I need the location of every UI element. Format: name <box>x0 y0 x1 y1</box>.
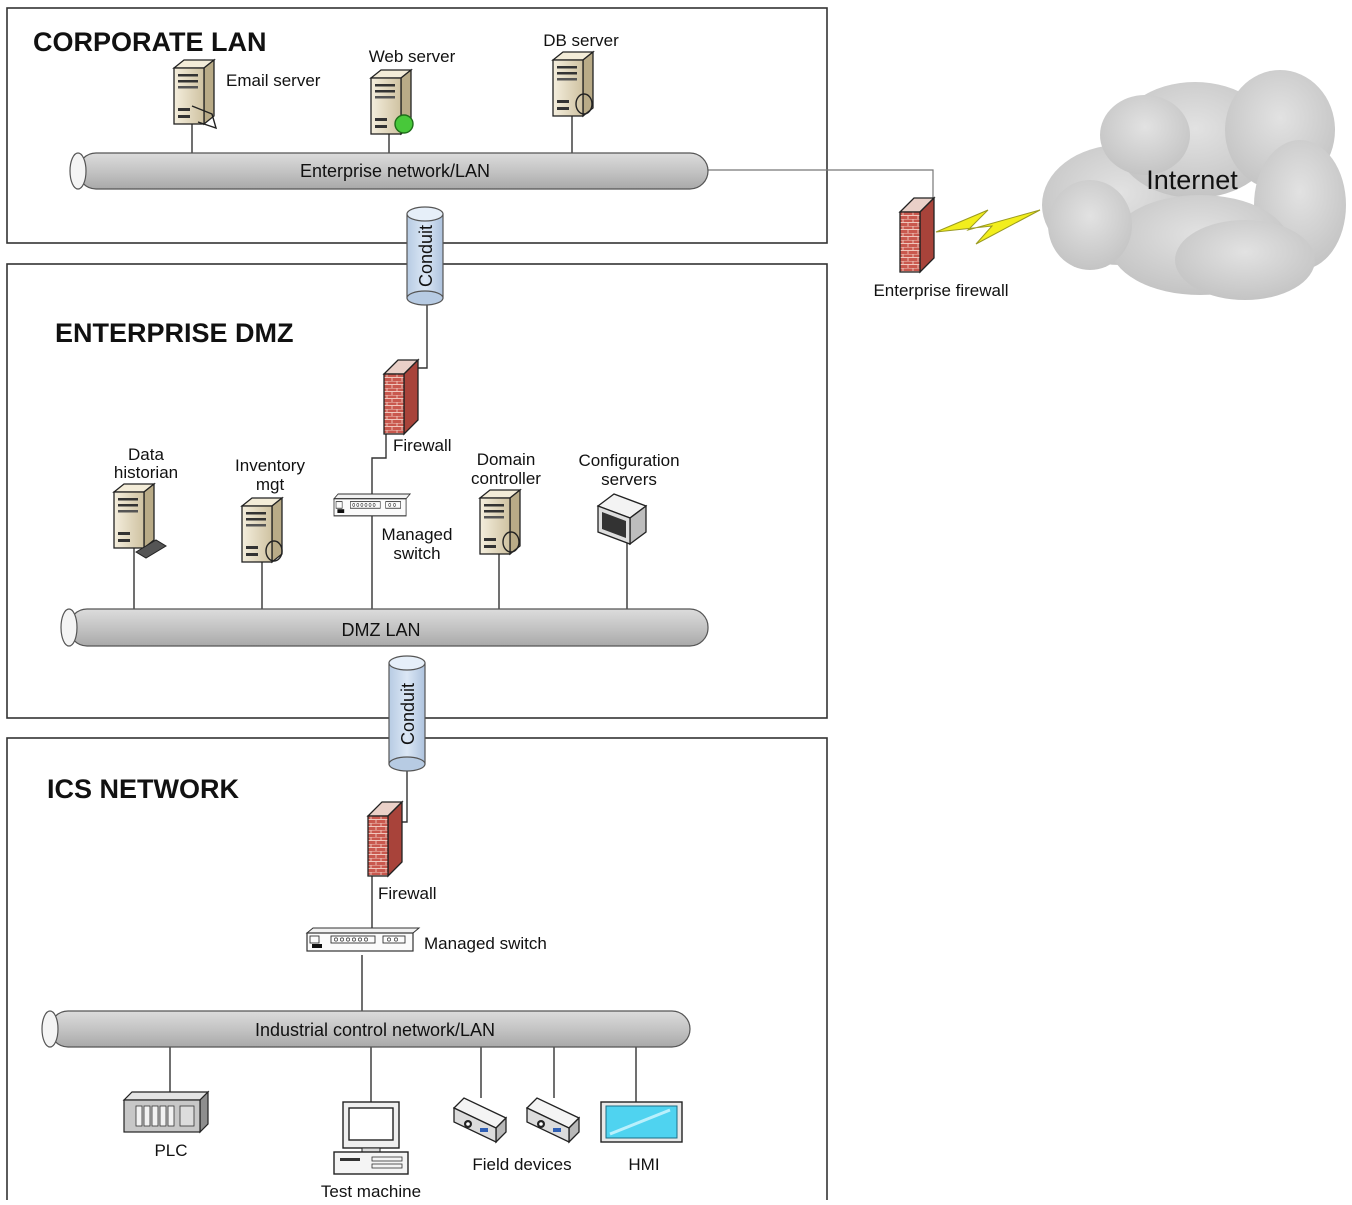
ics-firewall-icon[interactable] <box>367 801 403 877</box>
enterprise-dmz-title: ENTERPRISE DMZ <box>55 318 294 348</box>
lower-conduit <box>388 655 426 772</box>
web-server-status-icon <box>394 114 414 134</box>
ics-managed-switch-icon[interactable] <box>306 927 420 952</box>
configuration-servers-label-line2: servers <box>601 470 657 489</box>
lower-conduit-label: Conduit <box>398 683 418 745</box>
ics-firewall-label: Firewall <box>378 884 437 903</box>
industrial-lan-label: Industrial control network/LAN <box>255 1020 495 1040</box>
email-server-icon[interactable] <box>173 59 215 125</box>
domain-controller-icon[interactable] <box>479 489 521 555</box>
domain-controller-disk-icon <box>502 531 520 553</box>
internet-label: Internet <box>1146 165 1238 195</box>
email-server-label: Email server <box>226 71 321 90</box>
dmz-lan-bus <box>60 608 709 647</box>
test-machine-label: Test machine <box>321 1182 421 1200</box>
email-server-cable <box>191 105 218 130</box>
industrial-lan-bus <box>41 1010 691 1048</box>
dmz-switch-label-line2: switch <box>393 544 440 563</box>
data-historian-icon[interactable] <box>113 483 155 549</box>
dmz-firewall-icon[interactable] <box>383 359 419 435</box>
domain-controller-label-line2: controller <box>471 469 541 488</box>
configuration-servers-icon[interactable] <box>596 493 648 546</box>
hmi-label: HMI <box>628 1155 659 1174</box>
data-historian-label-line2: historian <box>114 463 178 482</box>
inventory-label-line2: mgt <box>256 475 285 494</box>
domain-controller-label-line1: Domain <box>477 450 536 469</box>
inventory-mgt-icon[interactable] <box>241 497 283 563</box>
plc-label: PLC <box>154 1141 187 1160</box>
inventory-disk-icon <box>265 540 283 562</box>
configuration-servers-label-line1: Configuration <box>578 451 679 470</box>
test-machine-icon[interactable] <box>333 1101 409 1175</box>
corporate-lan-title: CORPORATE LAN <box>33 27 267 57</box>
inventory-label-line1: Inventory <box>235 456 305 475</box>
upper-conduit <box>406 206 444 306</box>
connection-lines <box>133 116 637 1102</box>
dmz-lan-label: DMZ LAN <box>341 620 420 640</box>
corporate-lan-zone <box>6 7 828 244</box>
ics-switch-label: Managed switch <box>424 934 547 953</box>
db-server-disk-icon <box>575 93 593 115</box>
hmi-icon[interactable] <box>600 1101 683 1143</box>
db-server-label: DB server <box>543 31 619 50</box>
web-server-label: Web server <box>369 47 456 66</box>
enterprise-firewall-icon[interactable] <box>899 197 935 273</box>
wan-link <box>708 169 934 200</box>
ics-network-title: ICS NETWORK <box>47 774 239 804</box>
dmz-firewall-label: Firewall <box>393 436 452 455</box>
lightning-icon <box>935 209 1041 245</box>
field-devices-label: Field devices <box>472 1155 571 1174</box>
upper-conduit-label: Conduit <box>416 225 436 287</box>
enterprise-firewall-label: Enterprise firewall <box>873 281 1008 300</box>
internet-cloud-icon <box>1042 70 1346 300</box>
data-historian-label-line1: Data <box>128 445 164 464</box>
enterprise-lan-bus <box>69 152 709 190</box>
data-historian-keyboard-icon <box>135 539 167 559</box>
plc-icon[interactable] <box>122 1090 210 1134</box>
dmz-managed-switch-icon[interactable] <box>333 493 411 517</box>
enterprise-lan-label: Enterprise network/LAN <box>300 161 490 181</box>
db-server-icon[interactable] <box>552 51 594 117</box>
dmz-switch-label-line1: Managed <box>382 525 453 544</box>
